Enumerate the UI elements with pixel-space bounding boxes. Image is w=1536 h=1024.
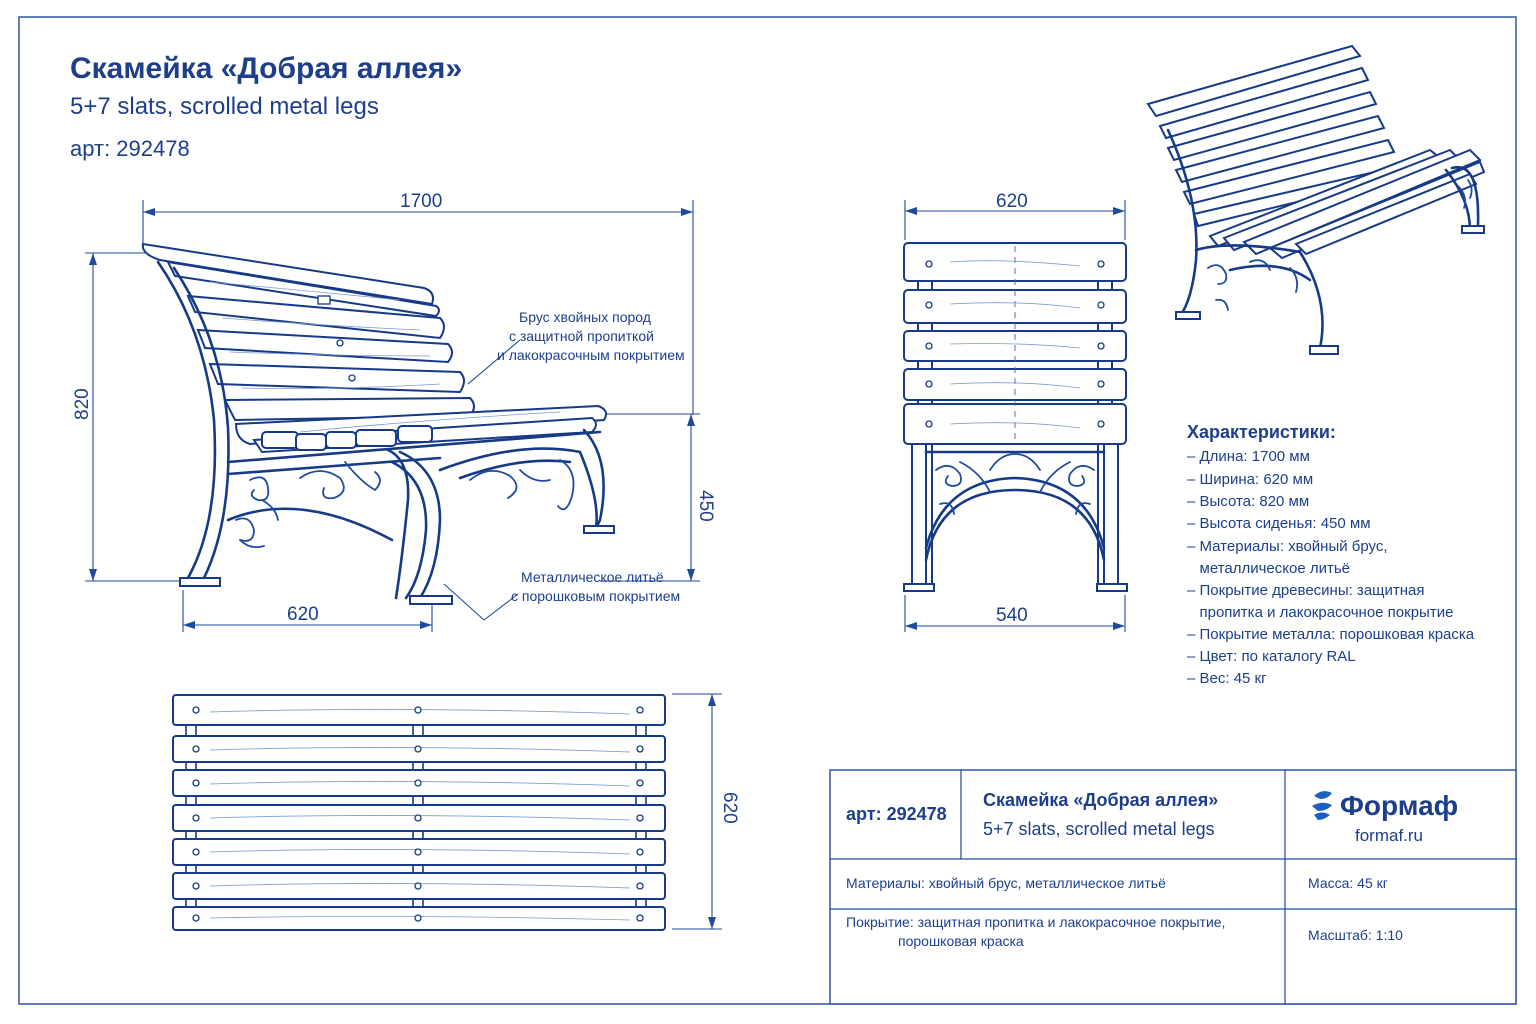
spec-item: – Покрытие металла: порошковая краска bbox=[1187, 626, 1475, 643]
metal-callout-leader-2 bbox=[483, 593, 519, 621]
title-block-coating-line-1: Покрытие: защитная пропитка и лакокрасоч… bbox=[846, 914, 1225, 930]
dimension-length: 1700 bbox=[142, 191, 694, 415]
title-block-variant: 5+7 slats, scrolled metal legs bbox=[983, 819, 1215, 839]
dimension-length-label: 1700 bbox=[400, 191, 442, 212]
dimension-seat-height-label: 450 bbox=[695, 490, 716, 522]
article-number: арт: 292478 bbox=[70, 136, 190, 161]
spec-item: – Высота сиденья: 450 мм bbox=[1187, 515, 1371, 532]
wood-callout-line-1: Брус хвойных пород bbox=[519, 309, 651, 325]
spec-item: пропитка и лакокрасочное покрытие bbox=[1187, 604, 1453, 621]
dimension-front-width: 620 bbox=[904, 191, 1126, 240]
isometric-view bbox=[1146, 44, 1486, 355]
title-block-name: Скамейка «Добрая аллея» bbox=[983, 790, 1218, 810]
title-block-mass: Масса: 45 кг bbox=[1308, 875, 1388, 891]
brand-logo-icon bbox=[1312, 791, 1332, 820]
iso-seat-slats bbox=[1208, 148, 1486, 260]
iso-back-slats bbox=[1146, 44, 1406, 228]
dimension-top-depth-label: 620 bbox=[719, 792, 740, 824]
specs-heading: Характеристики: bbox=[1187, 422, 1336, 442]
dimension-side-depth-label: 620 bbox=[287, 604, 319, 625]
metal-callout-leader-1 bbox=[443, 583, 485, 621]
wood-callout-line-2: с защитной пропиткой bbox=[509, 328, 654, 344]
dimension-front-width-label: 620 bbox=[996, 191, 1028, 212]
top-slats bbox=[172, 694, 666, 931]
side-view: 1700 820 450 620 bbox=[72, 191, 716, 632]
dimension-height-label: 820 bbox=[72, 388, 93, 420]
spec-item: – Покрытие древесины: защитная bbox=[1187, 582, 1425, 599]
page-title: Скамейка «Добрая аллея» bbox=[70, 52, 462, 85]
seat-slats bbox=[234, 404, 607, 454]
title-block-materials: Материалы: хвойный брус, металлическое л… bbox=[846, 875, 1166, 891]
title-block-coating-line-2: порошковая краска bbox=[898, 933, 1024, 949]
backrest-slats bbox=[141, 242, 475, 422]
side-leg-frame bbox=[156, 260, 615, 605]
spec-item: – Длина: 1700 мм bbox=[1187, 448, 1310, 465]
dimension-seat-height: 450 bbox=[600, 413, 716, 582]
dimension-side-depth: 620 bbox=[182, 590, 433, 632]
front-slats bbox=[903, 242, 1127, 445]
side-scroll-ornament bbox=[235, 459, 575, 549]
wood-callout-leader bbox=[467, 339, 521, 385]
brand-site: formaf.ru bbox=[1355, 826, 1423, 845]
title-block-scale: Масштаб: 1:10 bbox=[1308, 927, 1403, 943]
top-view: 620 bbox=[172, 693, 740, 931]
title-block: арт: 292478 Скамейка «Добрая аллея» 5+7 … bbox=[829, 769, 1517, 1005]
dimension-top-depth: 620 bbox=[672, 693, 740, 930]
brand-name: Формаф bbox=[1340, 790, 1458, 821]
page-subtitle: 5+7 slats, scrolled metal legs bbox=[70, 93, 379, 120]
front-view: 620 540 bbox=[903, 191, 1128, 632]
wood-callout-line-3: и лакокрасочным покрытием bbox=[497, 347, 685, 363]
metal-callout-line-2: с порошковым покрытием bbox=[511, 588, 680, 604]
sheet-frame bbox=[18, 16, 1517, 1005]
title-block-article: арт: 292478 bbox=[846, 804, 947, 824]
spec-item: – Вес: 45 кг bbox=[1187, 670, 1267, 687]
spec-item: – Высота: 820 мм bbox=[1187, 493, 1309, 510]
metal-callout-line-1: Металлическое литьё bbox=[521, 569, 664, 585]
dimension-leg-span: 540 bbox=[904, 595, 1126, 632]
spec-item: металлическое литьё bbox=[1187, 560, 1350, 577]
iso-frame bbox=[1166, 128, 1485, 355]
dimension-leg-span-label: 540 bbox=[996, 605, 1028, 626]
front-scroll-ornament bbox=[935, 453, 1095, 515]
spec-item: – Материалы: хвойный брус, bbox=[1187, 538, 1388, 555]
spec-item: – Цвет: по каталогу RAL bbox=[1187, 648, 1356, 665]
specs-block: Характеристики: – Длина: 1700 мм – Ширин… bbox=[1187, 422, 1475, 687]
dimension-height: 820 bbox=[72, 252, 185, 582]
spec-item: – Ширина: 620 мм bbox=[1187, 471, 1313, 488]
